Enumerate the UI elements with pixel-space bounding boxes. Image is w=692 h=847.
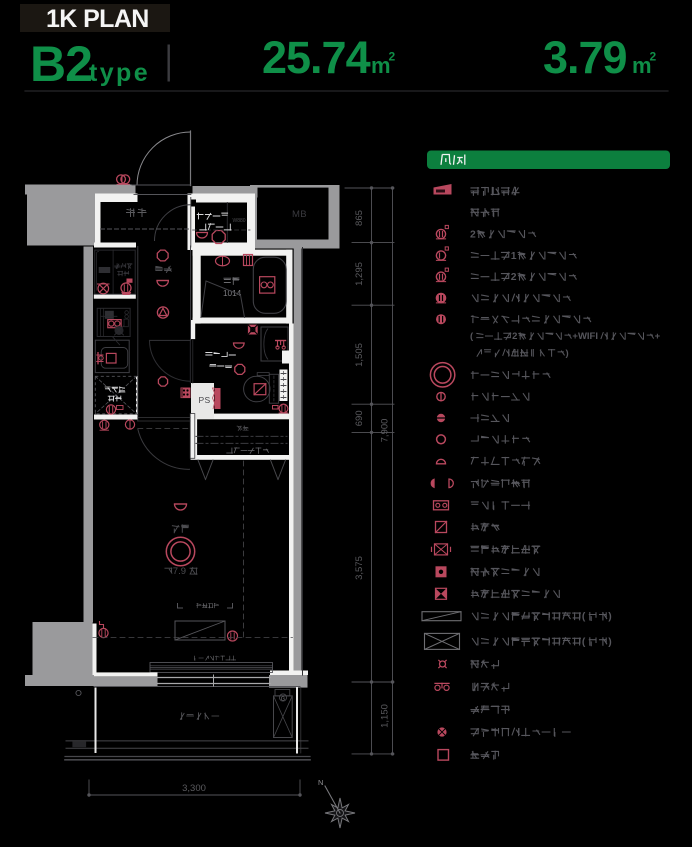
svg-text:(: ( <box>582 637 586 648</box>
svg-text:2: 2 <box>389 50 396 64</box>
svg-text:3,575: 3,575 <box>354 556 365 580</box>
svg-text:1K PLAN: 1K PLAN <box>46 5 149 33</box>
svg-text:type: type <box>89 59 150 87</box>
svg-text:m: m <box>371 53 391 78</box>
svg-text:N: N <box>318 778 323 787</box>
svg-text:690: 690 <box>354 410 365 426</box>
svg-text:2: 2 <box>511 272 517 283</box>
svg-text:(: ( <box>470 331 474 342</box>
svg-text:7.9: 7.9 <box>173 566 186 577</box>
svg-text:865: 865 <box>354 210 365 226</box>
svg-text:+WIFI: +WIFI <box>572 331 598 342</box>
svg-text:G: G <box>281 697 285 703</box>
svg-text:): ) <box>608 612 611 623</box>
svg-text:2: 2 <box>512 331 517 342</box>
svg-text:MB: MB <box>292 209 307 220</box>
svg-text:m: m <box>632 53 652 78</box>
svg-text:25.74: 25.74 <box>262 32 371 83</box>
svg-text:1014: 1014 <box>223 289 242 298</box>
svg-text:1,150: 1,150 <box>380 704 391 728</box>
svg-text:3,300: 3,300 <box>182 783 206 794</box>
svg-text:2: 2 <box>650 50 657 64</box>
svg-text:+: + <box>655 331 661 342</box>
svg-text:W880: W880 <box>233 218 246 224</box>
svg-text:B2: B2 <box>30 36 92 92</box>
svg-text:7,900: 7,900 <box>380 419 391 443</box>
svg-text:2: 2 <box>470 230 476 241</box>
svg-text:(: ( <box>582 612 586 623</box>
svg-text:): ) <box>566 348 569 359</box>
svg-text:1,295: 1,295 <box>354 262 365 286</box>
svg-text:PS: PS <box>199 395 211 405</box>
svg-text:3.79: 3.79 <box>543 32 627 83</box>
svg-text:1,505: 1,505 <box>354 343 365 367</box>
svg-text:): ) <box>608 637 611 648</box>
svg-text:1: 1 <box>511 251 517 262</box>
